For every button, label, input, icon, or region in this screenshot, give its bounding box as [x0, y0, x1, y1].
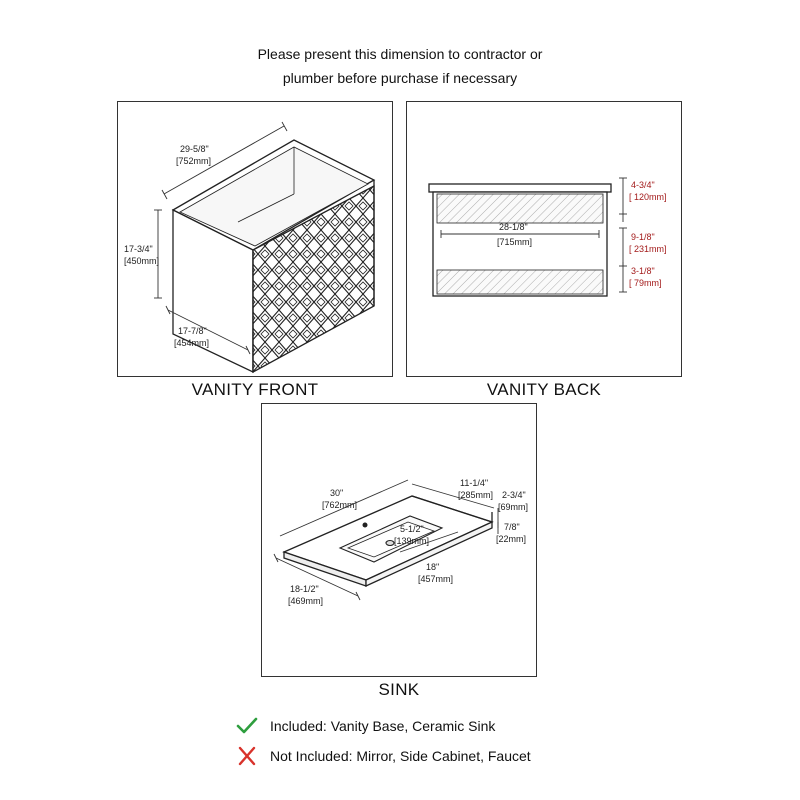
sink-basin: [338, 515, 444, 563]
back-top-mm: [ 120mm]: [629, 192, 667, 202]
sink-depth-in: 18-1/2": [290, 584, 319, 594]
sink-back-mm: [285mm]: [458, 490, 493, 500]
vanity-front-caption: VANITY FRONT: [191, 380, 319, 399]
vanity-back-caption: VANITY BACK: [486, 380, 602, 399]
sink-panel: 30" [762mm] 11-1/4" [285mm] 2-3/4" [69mm…: [261, 403, 537, 677]
back-inner-width-in: 28-1/8": [499, 222, 528, 232]
header-line-1: Please present this dimension to contrac…: [257, 46, 543, 62]
back-bottom-mm: [ 79mm]: [629, 278, 662, 288]
front-width-mm: [752mm]: [176, 156, 211, 166]
sink-length-mm: [762mm]: [322, 500, 357, 510]
vanity-back-panel: 28-1/8" [715mm] 4-3/4" [ 120mm] 9-1/8" […: [406, 101, 682, 377]
back-top-in: 4-3/4": [631, 180, 655, 190]
front-height-mm: [450mm]: [124, 256, 159, 266]
back-mid-mm: [ 231mm]: [629, 244, 667, 254]
sink-height-mm: [69mm]: [498, 502, 528, 512]
vanity-back-frame: [428, 183, 612, 297]
sink-bowl-width-mm: [457mm]: [418, 574, 453, 584]
sink-lip-in: 7/8": [504, 522, 520, 532]
sink-bowl-depth-in: 5-1/2": [400, 524, 424, 534]
header-line-2: plumber before purchase if necessary: [282, 70, 518, 86]
included-label: Included: Vanity Base, Ceramic Sink: [270, 718, 496, 734]
legend-not-included: Not Included: Mirror, Side Cabinet, Fauc…: [236, 746, 531, 766]
front-height-dimension: [154, 209, 162, 299]
sink-back-in: 11-1/4": [460, 478, 488, 488]
front-width-dimension: [161, 121, 288, 200]
vanity-cabinet: [171, 139, 376, 374]
vanity-back-drawing: 28-1/8" [715mm] 4-3/4" [ 120mm] 9-1/8" […: [428, 177, 667, 297]
faucet-hole-icon: [362, 522, 368, 528]
sink-bowl-depth-mm: [139mm]: [394, 536, 429, 546]
sink-height-in: 2-3/4": [502, 490, 526, 500]
cross-icon: [238, 746, 256, 766]
back-bottom-in: 3-1/8": [631, 266, 655, 276]
sink-caption: SINK: [378, 680, 420, 699]
sink-length-in: 30": [330, 488, 343, 498]
front-height-in: 17-3/4": [124, 244, 153, 254]
sink-bowl-width-in: 18": [426, 562, 439, 572]
sink-drawing: 30" [762mm] 11-1/4" [285mm] 2-3/4" [69mm…: [273, 478, 528, 606]
sink-depth-mm: [469mm]: [288, 596, 323, 606]
vanity-front-drawing: 29-5/8" [752mm] 17-3/4" [450mm] 17-7/8" …: [124, 121, 376, 374]
back-inner-width-mm: [715mm]: [497, 237, 532, 247]
vanity-front-panel: 29-5/8" [752mm] 17-3/4" [450mm] 17-7/8" …: [117, 101, 393, 377]
not-included-label: Not Included: Mirror, Side Cabinet, Fauc…: [270, 748, 531, 764]
check-icon: [236, 717, 258, 734]
back-mid-in: 9-1/8": [631, 232, 655, 242]
sink-lip-mm: [22mm]: [496, 534, 526, 544]
back-inner-width-dimension: [440, 230, 600, 238]
front-depth-dimension: [165, 305, 251, 355]
front-depth-in: 17-7/8": [178, 326, 207, 336]
front-depth-mm: [454mm]: [174, 338, 209, 348]
back-height-dimensions: [619, 177, 627, 293]
sink-dimensions: [273, 479, 499, 601]
legend-included: Included: Vanity Base, Ceramic Sink: [236, 716, 495, 736]
front-width-in: 29-5/8": [180, 144, 209, 154]
